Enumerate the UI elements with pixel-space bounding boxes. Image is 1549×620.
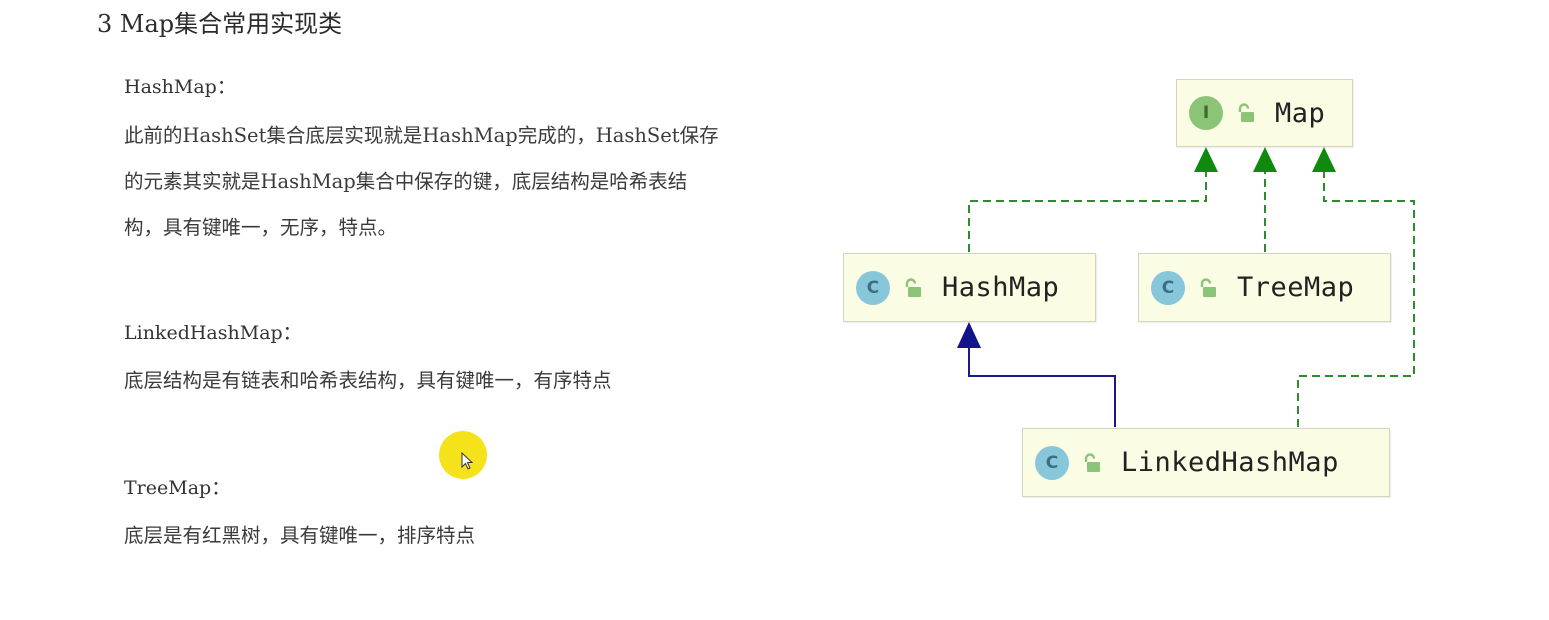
node-treemap: C TreeMap	[1138, 253, 1391, 322]
linkedhashmap-description-line: 底层结构是有链表和哈希表结构，具有键唯一，有序特点	[124, 369, 612, 392]
linkedhashmap-heading: LinkedHashMap：	[124, 322, 302, 344]
node-linkedhashmap: C LinkedHashMap	[1022, 428, 1390, 497]
node-map: I Map	[1176, 79, 1353, 147]
arrowhead-treemap-map	[1253, 147, 1277, 172]
hashmap-description: 此前的HashSet集合底层实现就是HashMap完成的，HashSet保存 的…	[124, 113, 719, 251]
node-treemap-label: TreeMap	[1237, 272, 1355, 303]
linkedhashmap-description: 底层结构是有链表和哈希表结构，具有键唯一，有序特点	[124, 358, 612, 404]
treemap-heading: TreeMap：	[124, 477, 231, 499]
class-icon: C	[1151, 270, 1185, 305]
edge-linkedhashmap-to-map	[1297, 172, 1415, 427]
hashmap-description-line: 构，具有键唯一，无序，特点。	[124, 216, 398, 239]
class-icon: C	[1035, 445, 1069, 480]
unlocked-icon	[1238, 103, 1254, 122]
node-hashmap-label: HashMap	[942, 272, 1060, 303]
class-icon: C	[856, 270, 890, 305]
section-title: 3 Map集合常用实现类	[97, 10, 343, 38]
hashmap-description-line: 的元素其实就是HashMap集合中保存的键，底层结构是哈希表结	[124, 170, 688, 193]
node-linkedhashmap-label: LinkedHashMap	[1121, 447, 1339, 478]
hashmap-heading: HashMap：	[124, 76, 236, 98]
unlocked-icon	[1084, 452, 1100, 472]
node-map-label: Map	[1275, 97, 1326, 129]
treemap-description-line: 底层是有红黑树，具有键唯一，排序特点	[124, 524, 476, 547]
unlocked-icon	[905, 277, 921, 297]
arrowhead-linkedhashmap-map	[1312, 147, 1336, 172]
treemap-description: 底层是有红黑树，具有键唯一，排序特点	[124, 513, 475, 559]
mouse-pointer-icon	[461, 452, 474, 470]
edge-hashmap-to-map	[968, 172, 1207, 252]
node-hashmap: C HashMap	[843, 253, 1096, 322]
interface-icon: I	[1189, 96, 1223, 130]
unlocked-icon	[1200, 277, 1216, 297]
arrowhead-hashmap-map	[1194, 147, 1218, 172]
edge-linkedhashmap-to-hashmap	[968, 348, 1116, 427]
arrowhead-linkedhashmap-hashmap	[957, 322, 981, 348]
hashmap-description-line: 此前的HashSet集合底层实现就是HashMap完成的，HashSet保存	[124, 124, 719, 147]
